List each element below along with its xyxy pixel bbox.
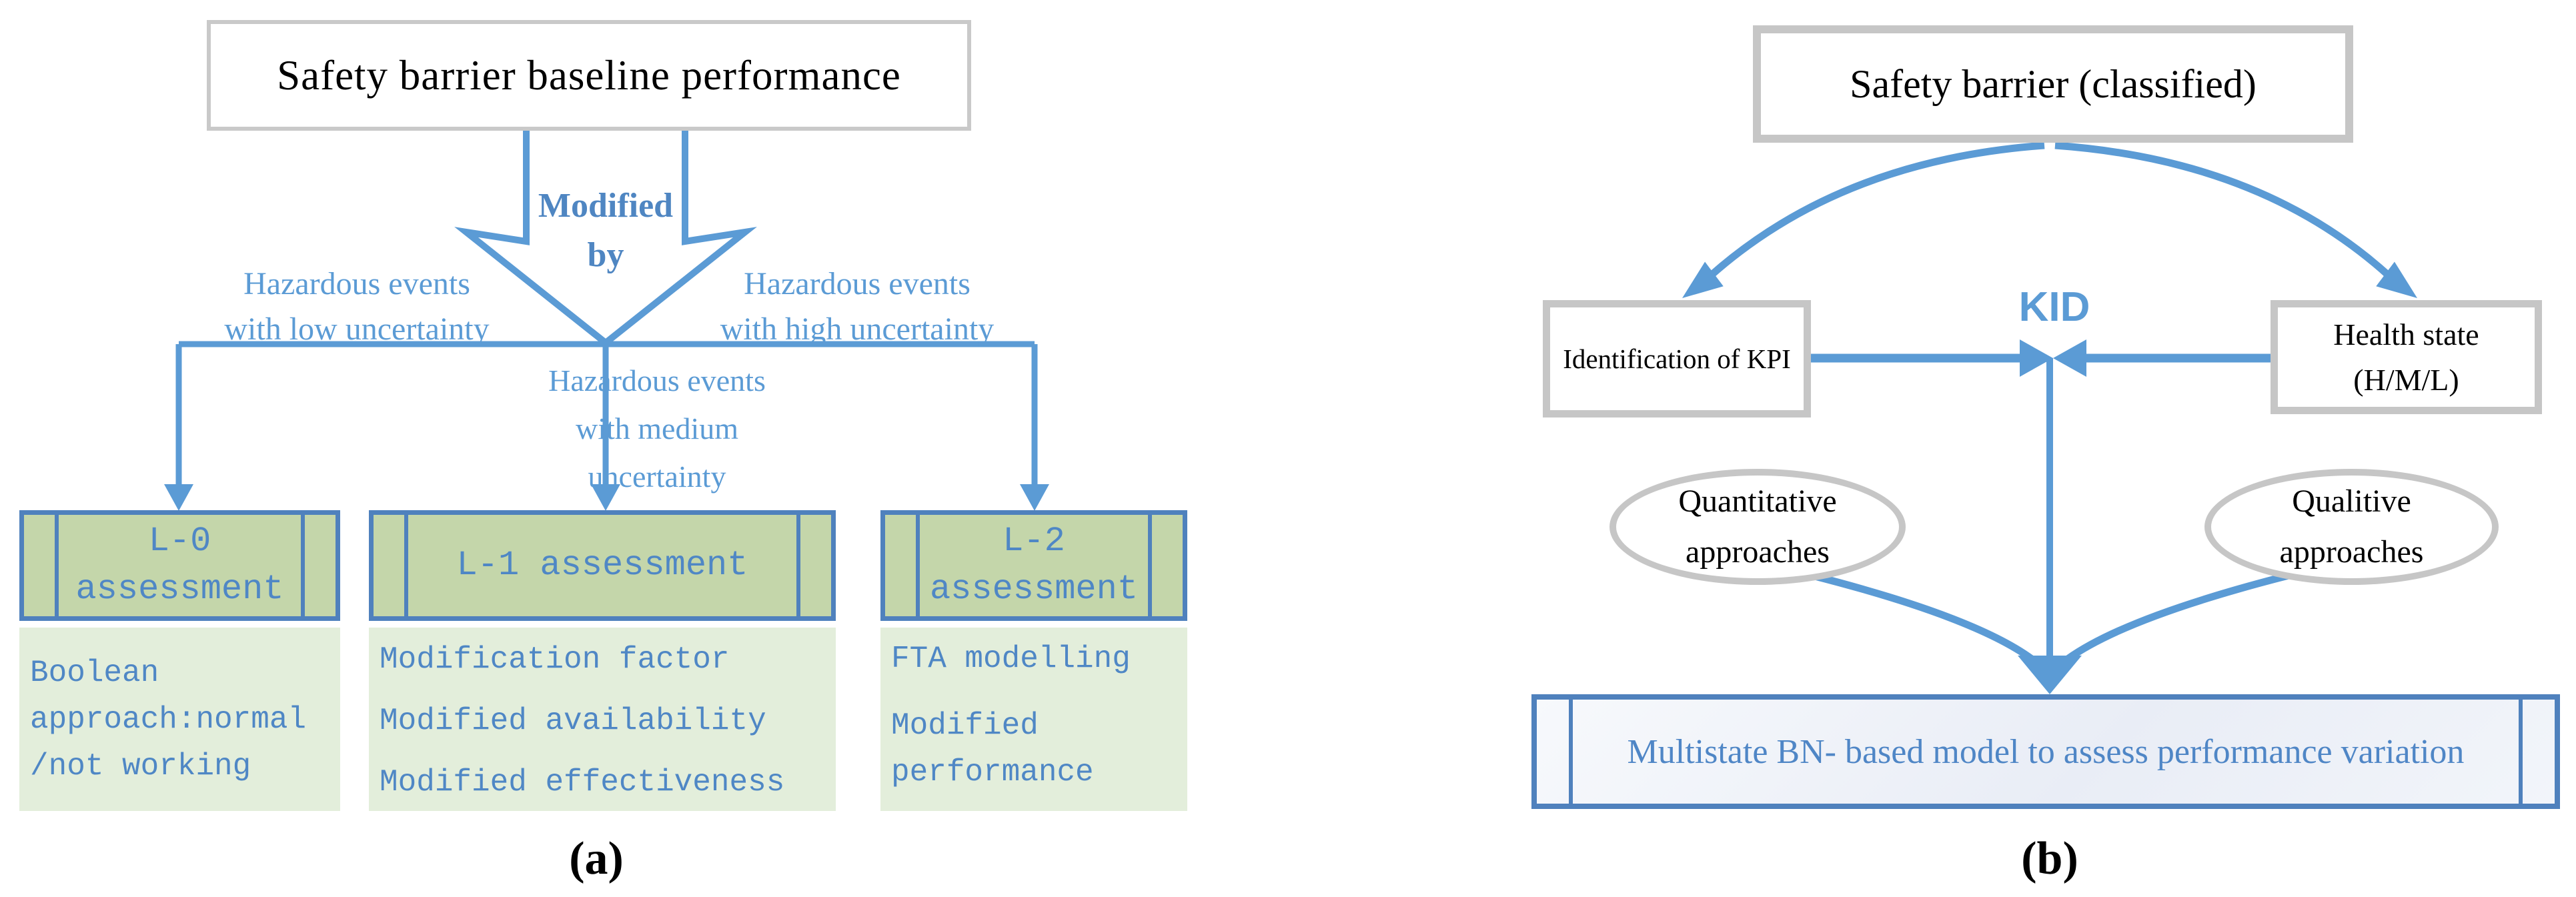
l2-note-line: FTA modelling xyxy=(891,642,1131,676)
column-divider xyxy=(55,515,59,616)
l1-title: L-1 assessment xyxy=(456,546,748,585)
kid-label: KID xyxy=(2018,284,2090,330)
safety-barrier-classified-label: Safety barrier (classified) xyxy=(1850,61,2257,106)
l2-title-line2: assessment xyxy=(929,570,1139,609)
l0-note-line: /not working xyxy=(30,749,251,784)
branch-left-line2: with low uncertainty xyxy=(224,311,490,347)
funnel-arrow-left-outline xyxy=(454,131,608,345)
funnel-arrow-right-outline xyxy=(603,131,757,345)
qualitive-approaches-ellipse: Qualitive approaches xyxy=(2204,469,2499,585)
column-divider xyxy=(796,515,800,616)
branch-left-line1: Hazardous events xyxy=(243,266,470,301)
kpi-box-label: Identification of KPI xyxy=(1563,343,1791,374)
multistate-bn-model-box: Multistate BN- based model to assess per… xyxy=(1531,694,2560,809)
caption-b: (b) xyxy=(2021,833,2078,884)
arrowhead-left xyxy=(164,484,193,511)
kid-arrowhead-right xyxy=(2020,339,2053,377)
quantitative-line2: approaches xyxy=(1686,534,1830,570)
column-divider xyxy=(916,515,920,616)
column-divider xyxy=(2519,700,2523,804)
l2-notes-panel: FTA modelling Modified performance xyxy=(880,628,1187,811)
branch-mid-line2: with medium xyxy=(575,411,739,445)
quantitative-line1: Quantitative xyxy=(1678,484,1837,519)
column-divider xyxy=(1569,700,1573,804)
l0-assessment-box: L-0 assessment xyxy=(19,510,340,621)
health-state-line2: (H/M/L) xyxy=(2353,362,2459,397)
branch-right-line2: with high uncertainty xyxy=(720,311,995,347)
health-state-line1: Health state xyxy=(2333,317,2479,351)
quantitative-approaches-ellipse: Quantitative approaches xyxy=(1609,469,1906,585)
l0-title-line1: L-0 xyxy=(148,522,211,561)
l0-notes-panel: Boolean approach:normal /not working xyxy=(19,628,340,811)
l2-title-line1: L-2 xyxy=(1003,522,1065,561)
l1-note-line: Modified effectiveness xyxy=(380,765,785,800)
funnel-label-line2: by xyxy=(587,236,624,274)
branch-label-medium-uncertainty: Hazardous events with medium uncertainty xyxy=(524,357,790,501)
curve-from-qualitive xyxy=(2065,572,2290,662)
column-divider xyxy=(301,515,305,616)
qualitive-line2: approaches xyxy=(2279,534,2424,570)
qualitive-line1: Qualitive xyxy=(2292,484,2411,519)
l1-notes-panel: Modification factor Modified availabilit… xyxy=(369,628,836,811)
l1-note-line: Modified availability xyxy=(380,704,766,738)
branch-mid-line1: Hazardous events xyxy=(548,363,766,397)
arrowhead-health xyxy=(2376,261,2417,298)
funnel-modified-by-label: Modified by xyxy=(532,181,679,280)
multistate-bn-model-label: Multistate BN- based model to assess per… xyxy=(1627,732,2465,771)
arrowhead-kpi xyxy=(1682,261,1724,298)
safety-barrier-classified-box: Safety barrier (classified) xyxy=(1753,25,2353,143)
l2-note-line: Modified xyxy=(891,708,1039,743)
l0-note-line: approach:normal xyxy=(30,702,307,737)
health-state-box: Health state (H/M/L) xyxy=(2271,300,2542,414)
kid-arrowhead-left xyxy=(2053,339,2086,377)
column-divider xyxy=(1148,515,1152,616)
identification-of-kpi-box: Identification of KPI xyxy=(1543,300,1811,417)
curve-from-quantitative xyxy=(1811,572,2034,662)
caption-a: (a) xyxy=(569,833,624,884)
column-divider xyxy=(404,515,408,616)
curve-to-kpi xyxy=(1708,141,2045,279)
arrowhead-right xyxy=(1020,484,1049,511)
baseline-performance-box: Safety barrier baseline performance xyxy=(207,20,971,131)
l2-note-line: performance xyxy=(891,755,1094,790)
l0-note-line: Boolean xyxy=(30,656,159,690)
branch-right-line1: Hazardous events xyxy=(744,266,971,301)
branch-label-high-uncertainty: Hazardous events with high uncertainty xyxy=(684,261,1031,352)
funnel-label-line1: Modified xyxy=(538,187,674,225)
l2-assessment-box: L-2 assessment xyxy=(880,510,1187,621)
l0-title-line2: assessment xyxy=(75,570,284,609)
branch-label-low-uncertainty: Hazardous events with low uncertainty xyxy=(183,261,530,352)
l1-note-line: Modification factor xyxy=(380,642,730,677)
l1-assessment-box: L-1 assessment xyxy=(369,510,836,621)
branch-mid-line3: uncertainty xyxy=(588,460,726,494)
baseline-performance-label: Safety barrier baseline performance xyxy=(277,51,901,99)
curve-to-health xyxy=(2054,141,2391,279)
arrowhead-middle xyxy=(591,484,620,511)
arrowhead-model-box xyxy=(2018,656,2082,694)
